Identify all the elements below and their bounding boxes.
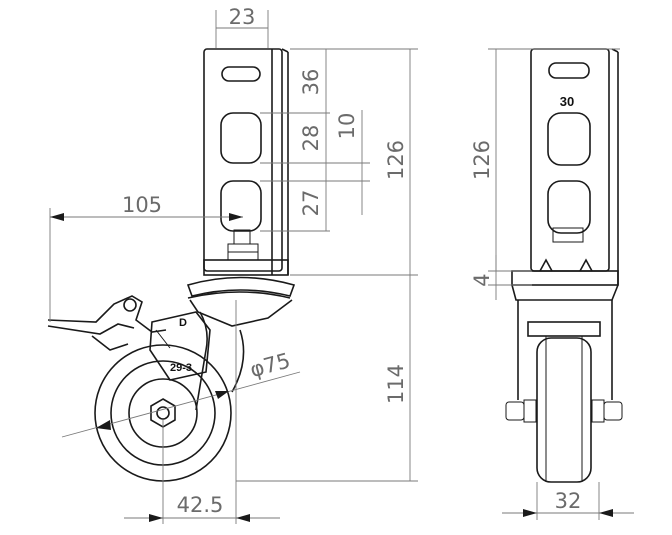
side-number-label: 30	[560, 94, 574, 109]
dim-4-text: 4	[470, 273, 494, 286]
front-slot-2	[220, 112, 262, 164]
dim-side-bracket-height: 126	[470, 48, 620, 271]
dim-height-below-bracket: 114	[236, 275, 418, 482]
side-slot-3	[547, 180, 591, 234]
front-slot-1	[221, 66, 261, 82]
dim-27-text: 27	[299, 190, 323, 217]
dim-10-text: 10	[335, 113, 359, 140]
dim-32-text: 32	[555, 489, 582, 513]
side-fork-and-wheel	[505, 284, 623, 483]
side-mounting-bracket	[511, 48, 619, 286]
dim-126-side-text: 126	[470, 140, 494, 180]
dim-114-text: 114	[384, 364, 408, 404]
dim-swivel-offset: 42.5	[124, 300, 280, 524]
front-brake-lever	[47, 295, 211, 381]
front-slot-3	[220, 180, 262, 232]
brand-mark: D	[179, 317, 187, 329]
dim-36-text: 36	[299, 69, 323, 96]
dim-42-5-text: 42.5	[177, 493, 224, 517]
side-slot-1	[548, 62, 590, 79]
dim-slot-stack: 36 28 10 27	[260, 48, 370, 232]
dim-28-text: 28	[299, 125, 323, 152]
dim-105-text: 105	[122, 193, 162, 217]
model-code-label: 29-3	[170, 362, 192, 374]
dim-total-bracket-height: 126	[290, 48, 418, 276]
side-slot-2	[547, 112, 591, 166]
dim-brake-reach: 105	[49, 193, 243, 322]
dim-126-front-text: 126	[384, 140, 408, 180]
dim-23-text: 23	[229, 5, 256, 29]
dim-75-text: φ75	[247, 348, 292, 382]
front-swivel-fork	[186, 276, 296, 411]
dim-bracket-width: 23	[215, 5, 269, 48]
front-mounting-bracket	[203, 48, 289, 276]
dim-wheel-width: 32	[502, 482, 634, 520]
dim-plate-thickness: 4	[470, 255, 532, 300]
